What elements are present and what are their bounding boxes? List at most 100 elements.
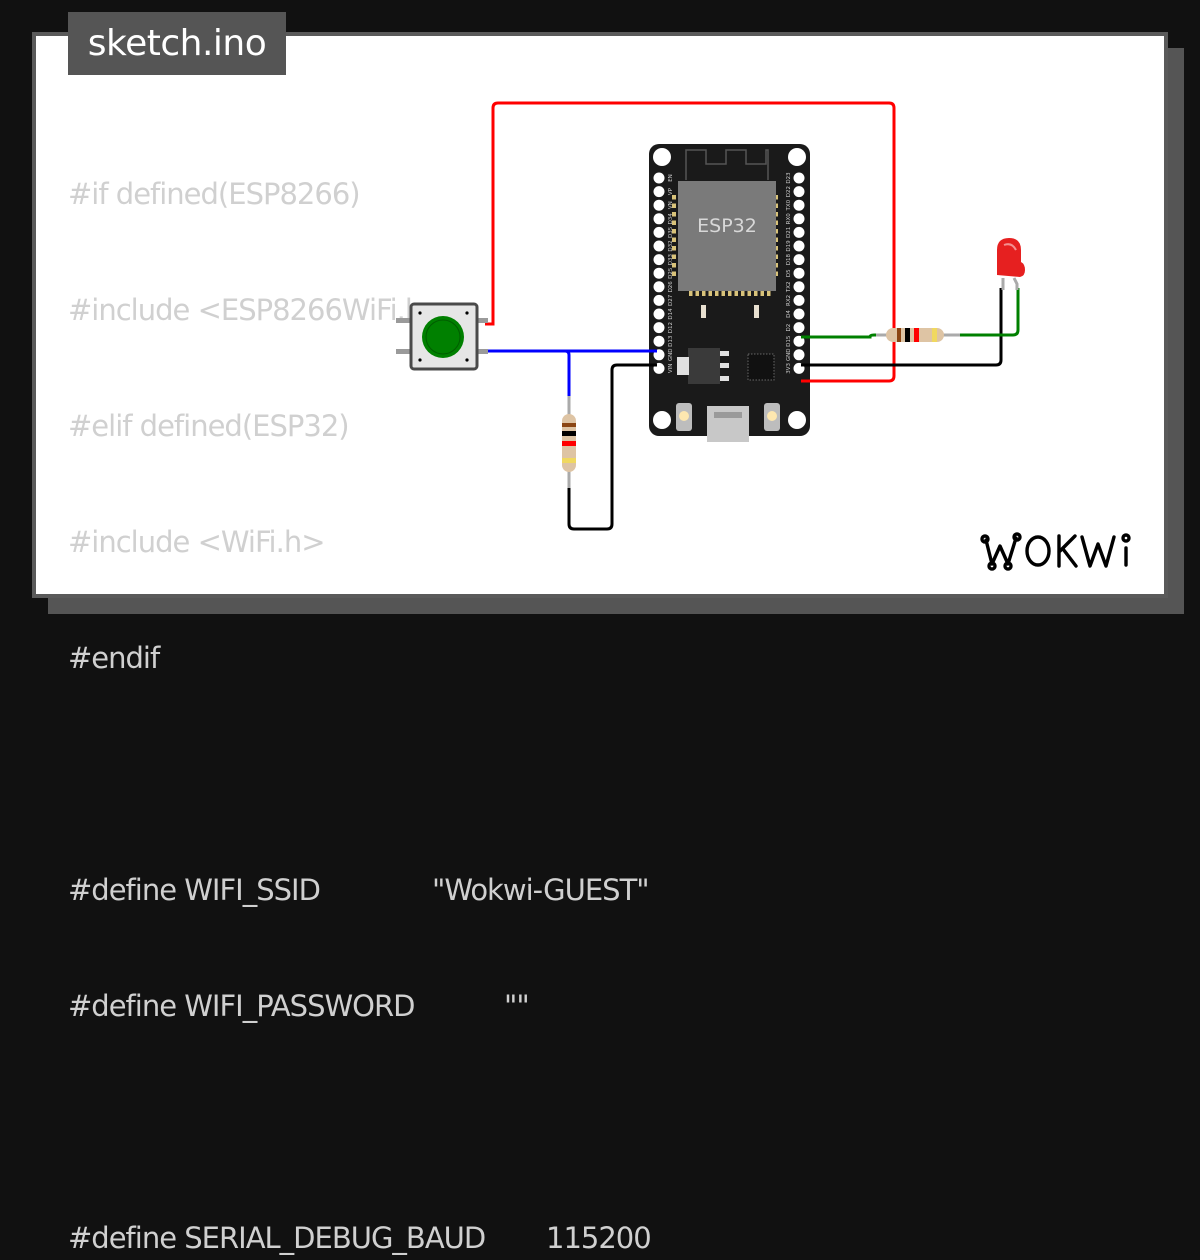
code-value: "Wokwi-GUEST" <box>432 873 650 907</box>
pin-d19[interactable] <box>793 240 805 252</box>
button-cap <box>767 411 777 421</box>
wire-green-d2[interactable] <box>801 333 882 339</box>
pin-label: D15 <box>786 335 792 347</box>
logo-w <box>984 536 1018 566</box>
pin-d35[interactable] <box>653 226 665 238</box>
button-cap[interactable] <box>422 316 464 358</box>
regulator-pin <box>720 363 729 368</box>
pin-label: D21 <box>786 227 792 238</box>
esp32-board[interactable]: ESP32 ENVPVND34D35D32D33D25D26D27D14D12D… <box>649 144 810 442</box>
button-cap-ring <box>425 319 461 355</box>
pin-d21[interactable] <box>793 226 805 238</box>
mount-hole <box>653 411 671 429</box>
wire-black-gnd-left[interactable] <box>567 363 657 531</box>
chip-pad <box>672 254 676 259</box>
resistor-led[interactable] <box>876 328 960 342</box>
button-leg <box>476 349 488 354</box>
pin-d12[interactable] <box>653 322 665 334</box>
pin-d22[interactable] <box>793 186 805 198</box>
pin-vn[interactable] <box>653 199 665 211</box>
resistor-band <box>562 458 576 463</box>
pin-label: VIN <box>668 364 674 374</box>
chip-pad <box>672 220 676 225</box>
pin-d27[interactable] <box>653 294 665 306</box>
resistor-band <box>562 441 576 446</box>
button-cap <box>679 411 689 421</box>
pin-label: EN <box>668 174 674 182</box>
wokwi-logo-svg <box>980 532 1131 571</box>
pin-vp[interactable] <box>653 186 665 198</box>
pin-label: TX0 <box>786 199 792 211</box>
chip-pad <box>767 291 771 296</box>
mount-hole <box>788 411 806 429</box>
wire-green-led[interactable] <box>958 288 1020 337</box>
antenna-trace <box>685 149 769 180</box>
wokwi-logo <box>978 528 1150 580</box>
usb-uart-chip <box>747 353 775 381</box>
chip-pad <box>721 291 725 296</box>
wire-black-gnd-right[interactable] <box>801 288 1003 367</box>
resistor-band <box>905 328 910 342</box>
chip-pad <box>672 246 676 251</box>
pin-label: D13 <box>668 335 674 347</box>
pin-label: TX2 <box>786 281 792 293</box>
code-text: #include <WiFi.h> <box>68 525 326 559</box>
pin-label: D25 <box>668 267 674 279</box>
code-line <box>68 1102 485 1150</box>
wire-red[interactable] <box>485 101 896 383</box>
pushbutton[interactable] <box>396 302 488 371</box>
code-text: #if defined(ESP8266) <box>68 177 361 211</box>
chip-pad <box>689 291 693 296</box>
pin-d14[interactable] <box>653 308 665 320</box>
led-highlight <box>1003 243 1017 251</box>
smd-led <box>701 305 706 318</box>
resistor-band <box>932 328 937 342</box>
circuit-diagram: ESP32 ENVPVND34D35D32D33D25D26D27D14D12D… <box>396 101 1025 531</box>
pin-rx0[interactable] <box>793 213 805 225</box>
pin-label: GND <box>668 348 674 361</box>
logo-o <box>1025 535 1051 567</box>
pin-gnd[interactable] <box>793 349 805 361</box>
code-line: #include <WiFi.h> <box>68 522 485 570</box>
logo-k <box>1057 534 1078 568</box>
pin-d23[interactable] <box>793 172 805 184</box>
led-red[interactable] <box>997 238 1025 290</box>
esp32-chip <box>678 181 776 291</box>
usb-slot <box>714 412 742 418</box>
chip-pad <box>747 291 751 296</box>
pin-d4[interactable] <box>793 308 805 320</box>
card <box>36 36 1164 594</box>
pin-d26[interactable] <box>653 281 665 293</box>
wire-blue-branch[interactable] <box>564 349 571 396</box>
pin-rx2[interactable] <box>793 294 805 306</box>
chip-pad <box>734 291 738 296</box>
code-line: #endif <box>68 638 485 686</box>
pin-d32[interactable] <box>653 240 665 252</box>
pin-en[interactable] <box>653 172 665 184</box>
logo-node <box>1003 561 1013 571</box>
chip-pad <box>741 291 745 296</box>
code-text: #define SERIAL_DEBUG_BAUD <box>68 1221 486 1255</box>
pin-d13[interactable] <box>653 335 665 347</box>
chip-pad <box>672 229 676 234</box>
pin-d33[interactable] <box>653 254 665 266</box>
logo-node <box>1012 532 1022 542</box>
logo-w2 <box>1080 535 1116 568</box>
pin-d5[interactable] <box>793 267 805 279</box>
button-screw <box>465 358 469 362</box>
mount-hole <box>788 148 806 166</box>
pin-d2[interactable] <box>793 322 805 334</box>
pin-d34[interactable] <box>653 213 665 225</box>
chip-pad <box>695 291 699 296</box>
button-leg <box>396 318 412 323</box>
button-leg <box>396 349 412 354</box>
pin-d25[interactable] <box>653 267 665 279</box>
pin-d18[interactable] <box>793 254 805 266</box>
pin-tx2[interactable] <box>793 281 805 293</box>
chip-pad <box>708 291 712 296</box>
resistor-pulldown[interactable] <box>562 396 576 488</box>
pin-tx0[interactable] <box>793 199 805 211</box>
usb-port <box>707 406 749 442</box>
sketch-title: sketch.ino <box>68 12 286 75</box>
code-line: #define WIFI_PASSWORD"" <box>68 986 530 1034</box>
